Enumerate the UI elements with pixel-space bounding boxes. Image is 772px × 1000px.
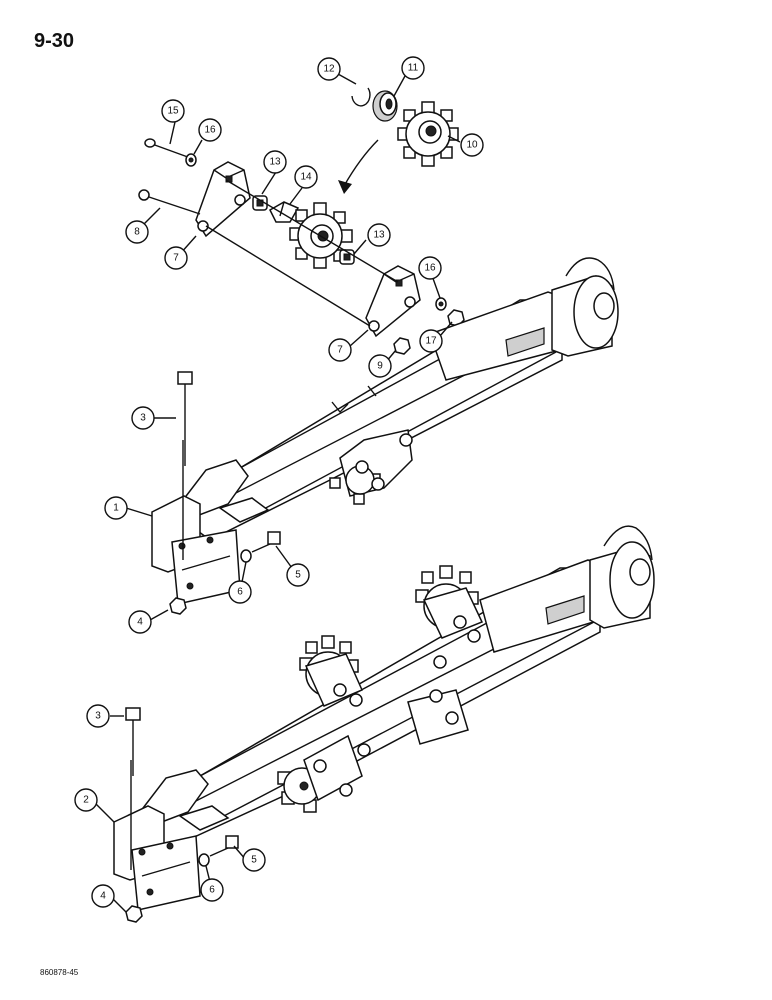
sprocket-mount-upper [329,429,413,505]
callout-3-lower: 3 [86,704,110,728]
bracket-7-right [365,265,421,338]
callout-13-lower: 13 [367,223,391,247]
svg-text:2: 2 [83,795,89,806]
nut-4-lower [125,905,143,923]
frame-assembly-upper [151,257,619,615]
svg-text:4: 4 [100,891,106,902]
svg-text:5: 5 [251,855,257,866]
washer-6-upper [240,549,252,563]
callout-1: 1 [104,496,128,520]
callout-6-lower: 6 [200,878,224,902]
callout-6-upper: 6 [228,580,252,604]
svg-text:9: 9 [377,361,383,372]
callout-4-lower: 4 [91,884,115,908]
svg-text:13: 13 [269,157,281,168]
bracket-7-left [195,161,251,238]
svg-text:11: 11 [408,63,419,74]
sprocket-10 [397,101,459,167]
svg-text:16: 16 [424,263,436,274]
callout-4-upper: 4 [128,610,152,634]
svg-text:1: 1 [113,503,119,514]
callout-7-top: 7 [164,246,188,270]
washer-6-lower [198,853,210,867]
washer-16-lower [435,297,447,311]
svg-text:8: 8 [134,227,140,238]
svg-text:7: 7 [173,253,179,264]
callout-16-lower: 16 [418,256,442,280]
svg-text:13: 13 [373,230,385,241]
nut-4-upper [169,597,187,615]
callout-13-top: 13 [263,150,287,174]
hitch-upper [551,257,619,357]
callout-10: 10 [460,133,484,157]
hitch-lower [589,525,655,629]
frame-assembly-lower [113,525,655,923]
callout-8: 8 [125,220,149,244]
callout-9: 9 [368,354,392,378]
washer-16-top [185,153,197,167]
idler-assembly-exploded [138,87,465,355]
svg-text:12: 12 [323,64,335,75]
callout-5-lower: 5 [242,848,266,872]
svg-text:7: 7 [337,345,343,356]
document-code: 860878-45 [40,968,79,977]
callout-16-top: 16 [198,118,222,142]
bolt-3-upper [177,371,193,560]
callout-12: 12 [317,57,341,81]
svg-text:16: 16 [204,125,216,136]
nut-9 [393,337,411,355]
callout-15: 15 [161,99,185,123]
bolt-3-lower [125,707,141,870]
svg-text:17: 17 [425,336,437,347]
svg-text:3: 3 [95,711,101,722]
callout-7-lower: 7 [328,338,352,362]
svg-text:15: 15 [167,106,179,117]
spacer-13-top [252,195,268,211]
sprocket-middle [289,202,353,269]
bolt-5-lower [209,835,239,857]
svg-text:6: 6 [237,587,243,598]
shaft-14 [269,201,300,223]
callout-2: 2 [74,788,98,812]
svg-text:14: 14 [300,172,312,183]
callout-5-upper: 5 [286,563,310,587]
svg-text:6: 6 [209,885,215,896]
svg-text:5: 5 [295,570,301,581]
svg-text:3: 3 [140,413,146,424]
callout-17: 17 [419,329,443,353]
callout-3-upper: 3 [131,406,155,430]
callout-11: 11 [401,56,425,80]
callout-14: 14 [294,165,318,189]
bearing-11 [372,90,398,122]
bolt-5-upper [251,531,281,553]
snap-ring-12 [351,87,371,107]
bolt-8 [138,189,201,215]
svg-text:4: 4 [137,617,143,628]
svg-text:10: 10 [466,140,478,151]
page-number: 9-30 [34,30,75,52]
